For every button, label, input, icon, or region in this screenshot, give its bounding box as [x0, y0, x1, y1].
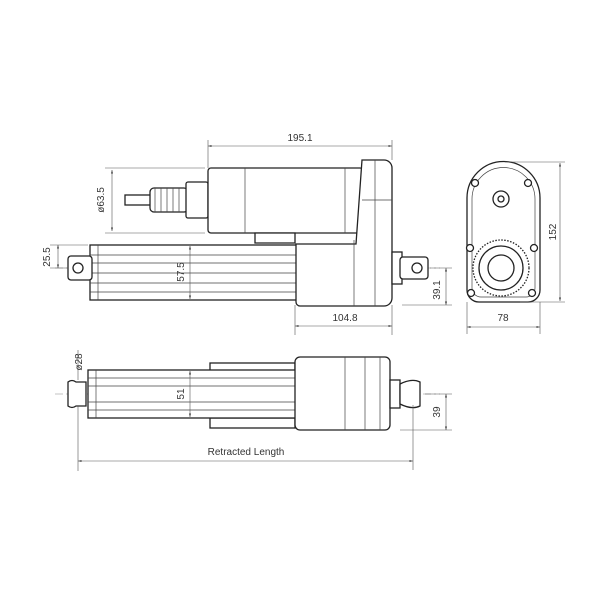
side-view: 195.1 ø63.5 25.5 57.5 39.1 104.8: [42, 133, 452, 335]
dim-offset-top: 25.5: [42, 247, 53, 267]
motor-bracket: [254, 232, 296, 244]
outer-tube: [87, 369, 299, 419]
dim-tube-width: 51: [176, 388, 187, 400]
motor: [207, 167, 364, 234]
rear-rod-end: [399, 379, 421, 409]
dim-height: 152: [548, 223, 559, 240]
dim-tube-height: 57.5: [176, 262, 187, 282]
gearbox-housing: [295, 159, 393, 307]
end-view: 152 78: [465, 160, 565, 334]
dim-gearbox-length: 104.8: [332, 313, 357, 324]
cable-spring: [149, 181, 209, 219]
dim-retracted-length: Retracted Length: [208, 447, 285, 458]
outer-tube: [89, 244, 303, 301]
cable: [124, 194, 154, 206]
dim-motor-diameter: ø63.5: [96, 187, 107, 213]
dim-rear-offset: 39: [432, 406, 443, 418]
top-view: ø28 51 39 Retracted Length: [55, 350, 452, 471]
gearbox-housing: [294, 356, 391, 431]
dim-rear-offset: 39.1: [432, 280, 443, 300]
dim-rod-diameter: ø28: [74, 353, 85, 371]
dim-width: 78: [497, 313, 509, 324]
bolts: [465, 178, 539, 298]
dim-overall-length: 195.1: [287, 133, 312, 144]
front-rod-end: [67, 379, 87, 409]
